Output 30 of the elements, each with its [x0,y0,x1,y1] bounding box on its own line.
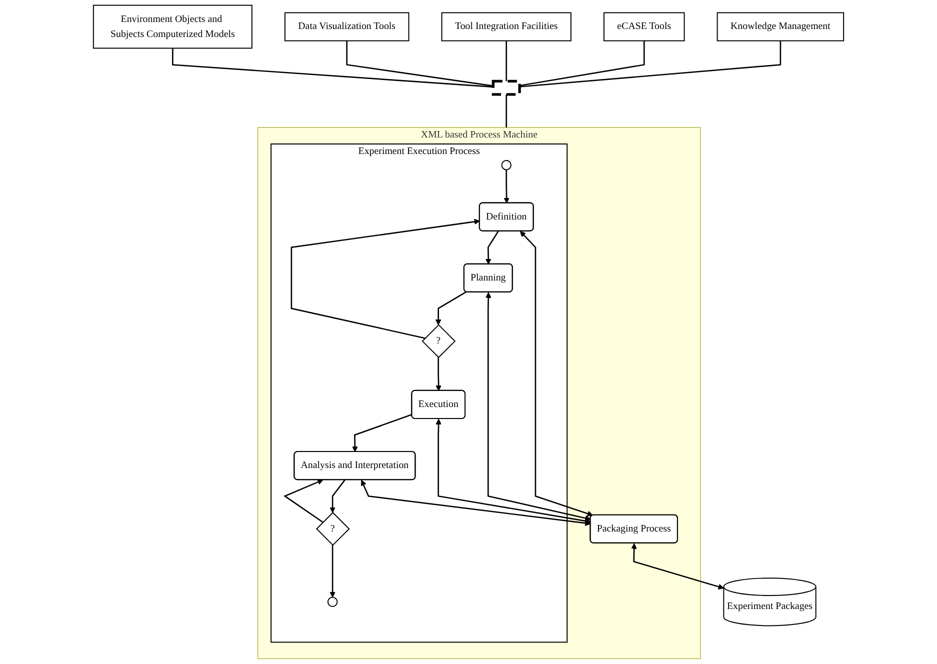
connector [519,40,645,86]
node-circle [501,160,512,170]
connector [172,48,494,88]
node-box: Data Visualization Tools [284,12,410,42]
arrow [520,231,593,516]
node-box: eCASE Tools [603,12,685,42]
arrow [283,479,324,523]
node-box: Knowledge Management [716,12,844,42]
connector [520,40,782,88]
arrow [330,480,346,513]
connector [346,40,494,87]
arrow [485,292,591,522]
arrow [631,543,724,590]
arrow [290,218,480,339]
node-diamond: ? [316,512,350,546]
arrow [352,414,412,452]
arrow [435,291,466,326]
connector [506,40,508,82]
node-circle [327,596,338,608]
arrow [485,230,499,264]
node-diamond: ? [422,324,456,358]
arrow [504,170,510,204]
arrow [436,418,591,524]
connector [506,94,508,128]
arrow [436,357,442,392]
node-box: Environment Objects and Subjects Computerized Models [92,4,252,49]
node-bar [492,80,521,96]
arrow [330,545,336,598]
node-box: Tool Integration Facilities [441,12,572,42]
arrow [360,480,591,526]
